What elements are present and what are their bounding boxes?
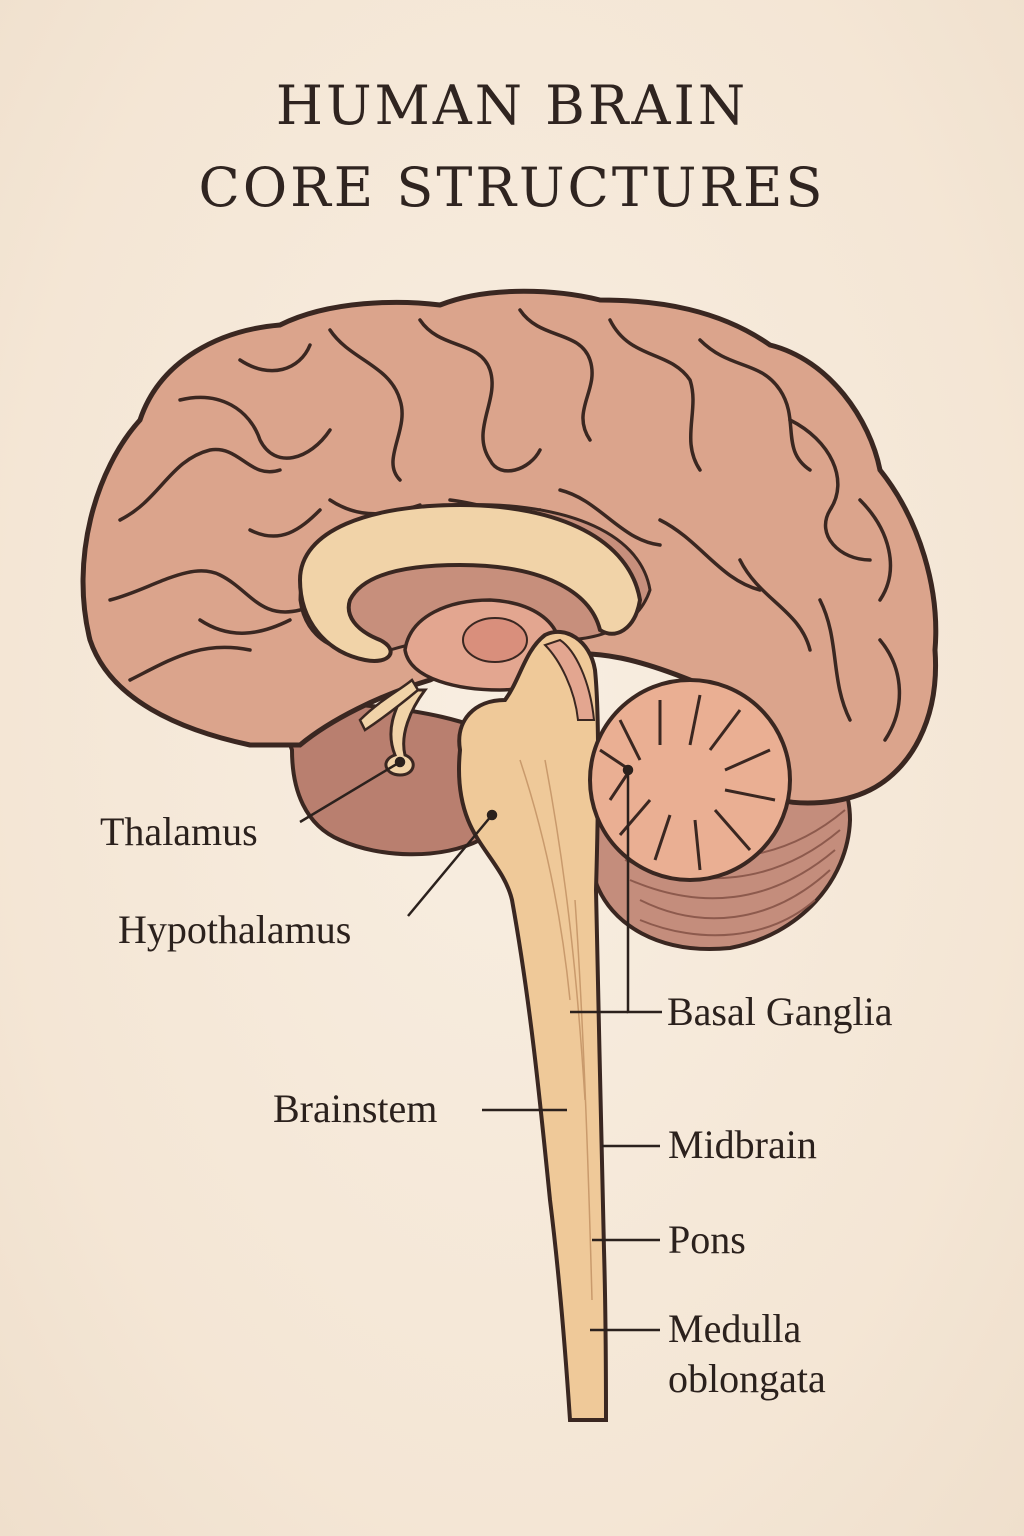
title-line-2: CORE STRUCTURES — [198, 156, 826, 219]
brainstem-texture — [519, 759, 593, 1301]
thalamus-dot — [394, 756, 406, 768]
label-hypothalamus: Hypothalamus — [118, 907, 351, 952]
arbor-vitae-branches — [599, 694, 776, 871]
label-thalamus: Thalamus — [100, 809, 258, 854]
label-medulla-line1: Medulla — [668, 1306, 802, 1351]
title-line-1: HUMAN BRAIN — [275, 74, 749, 137]
thalamus-leader — [299, 760, 401, 824]
thalamus-nucleus — [462, 617, 528, 663]
label-brainstem: Brainstem — [273, 1086, 437, 1131]
basal-ganglia-dot — [622, 764, 634, 776]
leader-lines — [299, 756, 662, 1332]
hypothalamus-leader — [407, 814, 493, 917]
hypothalamus-dot — [486, 809, 498, 821]
brainstem — [456, 629, 609, 1422]
label-medulla-line2: oblongata — [668, 1356, 826, 1401]
pituitary-stalk — [384, 688, 428, 777]
arbor-vitae-outline — [588, 678, 792, 882]
label-midbrain: Midbrain — [668, 1122, 817, 1167]
optic-fornix — [358, 678, 420, 732]
corpus-callosum — [297, 502, 643, 663]
label-pons: Pons — [668, 1217, 746, 1262]
label-basal-ganglia: Basal Ganglia — [667, 989, 893, 1034]
midbrain-tectum — [543, 638, 596, 721]
